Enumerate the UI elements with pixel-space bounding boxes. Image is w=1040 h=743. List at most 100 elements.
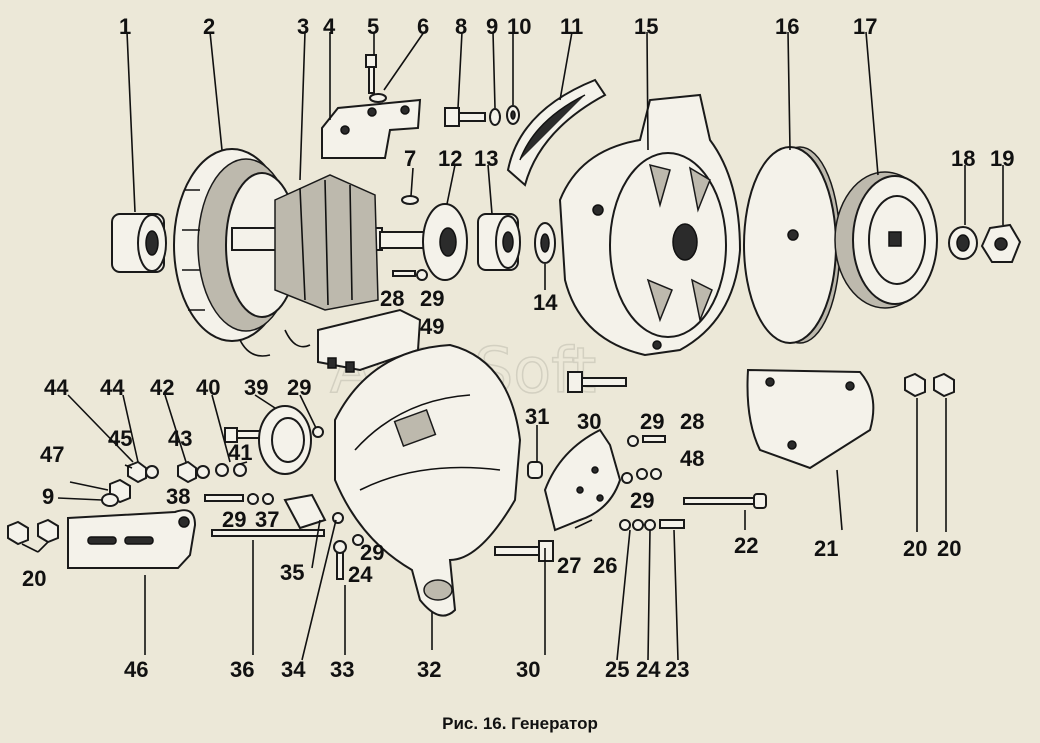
label-15: 15 [634, 14, 658, 39]
part-washer-29-right-b [621, 472, 633, 484]
label-5: 5 [367, 14, 379, 39]
part-rotor-3 [231, 174, 441, 311]
label-25: 25 [605, 657, 629, 682]
part-washer-29-low [352, 534, 364, 546]
label-44-a: 44 [44, 375, 69, 400]
part-washer-24-right [644, 519, 656, 531]
label-11: 11 [560, 14, 583, 39]
part-key-7 [401, 195, 419, 205]
label-20-left: 20 [22, 566, 46, 591]
label-38: 38 [166, 484, 190, 509]
part-rectifier-27 [543, 428, 622, 532]
label-3: 3 [297, 14, 309, 39]
part-washer-6 [369, 93, 387, 103]
part-washer-9 [489, 108, 501, 126]
part-screw-24-left [333, 540, 347, 580]
part-nut-20-left-a [7, 520, 29, 546]
label-21: 21 [814, 536, 838, 561]
label-41: 41 [228, 440, 252, 465]
part-ring-14 [534, 222, 556, 264]
part-washer-10 [506, 105, 520, 125]
label-22: 22 [734, 533, 758, 558]
part-nut-20-right-b [933, 372, 955, 398]
label-27: 27 [557, 553, 581, 578]
part-capacitor-35 [283, 493, 327, 530]
label-42: 42 [150, 375, 174, 400]
label-6: 6 [417, 14, 429, 39]
part-bracket-46 [67, 509, 197, 569]
part-bolt-8 [444, 107, 486, 127]
label-12: 12 [438, 146, 462, 171]
part-bracket-4 [321, 98, 422, 159]
label-4: 4 [323, 14, 336, 39]
part-nut-44-b [127, 460, 147, 484]
part-washer-37 [262, 493, 274, 505]
part-washer-29-left [312, 426, 324, 438]
label-37: 37 [255, 507, 279, 532]
part-front-housing-15 [558, 93, 742, 357]
label-30-upper: 30 [577, 409, 601, 434]
part-bolt-30-lower [494, 540, 554, 562]
label-29-right-b: 29 [630, 488, 654, 513]
part-screw-5 [365, 54, 377, 94]
label-43: 43 [168, 426, 192, 451]
label-20-right-b: 20 [937, 536, 961, 561]
part-rear-housing-32 [334, 343, 522, 617]
label-14: 14 [533, 290, 558, 315]
label-30-lower: 30 [516, 657, 540, 682]
part-washer-29-right-a [627, 435, 639, 447]
part-bolt-36 [211, 529, 325, 537]
label-18: 18 [951, 146, 975, 171]
label-29-right-a: 29 [640, 409, 664, 434]
part-nut-20-left-b [37, 518, 59, 544]
part-bracket-21 [746, 368, 875, 470]
part-bearing-13 [477, 213, 521, 271]
label-29-left: 29 [287, 375, 311, 400]
part-nut-20-right-a [904, 372, 926, 398]
label-31: 31 [525, 404, 549, 429]
label-1: 1 [119, 14, 131, 39]
part-screw-22 [683, 493, 767, 509]
part-fan-16 [743, 146, 841, 344]
part-washer-9-left [101, 493, 119, 507]
part-bolt-30-upper [567, 371, 627, 393]
label-17: 17 [853, 14, 877, 39]
label-40: 40 [196, 375, 220, 400]
part-bearing-1 [111, 213, 167, 273]
part-screw-28-top [392, 270, 416, 277]
label-29-top: 29 [420, 286, 444, 311]
label-28-top: 28 [380, 286, 404, 311]
part-nut-48 [636, 468, 662, 480]
part-screw-28-right [642, 435, 666, 443]
part-washer-18 [948, 226, 978, 260]
part-washer-43 [196, 465, 210, 479]
part-nut-19 [980, 223, 1022, 263]
part-nut-44-a [177, 460, 197, 484]
label-36: 36 [230, 657, 254, 682]
part-bolt-38 [204, 494, 244, 502]
label-28-right: 28 [680, 409, 704, 434]
label-19: 19 [990, 146, 1014, 171]
label-9: 9 [486, 14, 498, 39]
part-bearing-plate-12 [422, 203, 468, 281]
label-26: 26 [593, 553, 617, 578]
label-29-low: 29 [360, 540, 384, 565]
part-washer-29-mid [247, 493, 259, 505]
label-24-right: 24 [636, 657, 661, 682]
part-washer-45 [145, 465, 159, 479]
label-8: 8 [455, 14, 467, 39]
label-23: 23 [665, 657, 689, 682]
label-10: 10 [507, 14, 531, 39]
label-20-right-a: 20 [903, 536, 927, 561]
label-33: 33 [330, 657, 354, 682]
label-49: 49 [420, 314, 444, 339]
label-9-left: 9 [42, 484, 54, 509]
label-13: 13 [474, 146, 498, 171]
label-2: 2 [203, 14, 215, 39]
part-washer-41 [233, 463, 247, 477]
label-46: 46 [124, 657, 148, 682]
label-48: 48 [680, 446, 704, 471]
figure-caption: Рис. 16. Генератор [442, 714, 598, 733]
label-32: 32 [417, 657, 441, 682]
